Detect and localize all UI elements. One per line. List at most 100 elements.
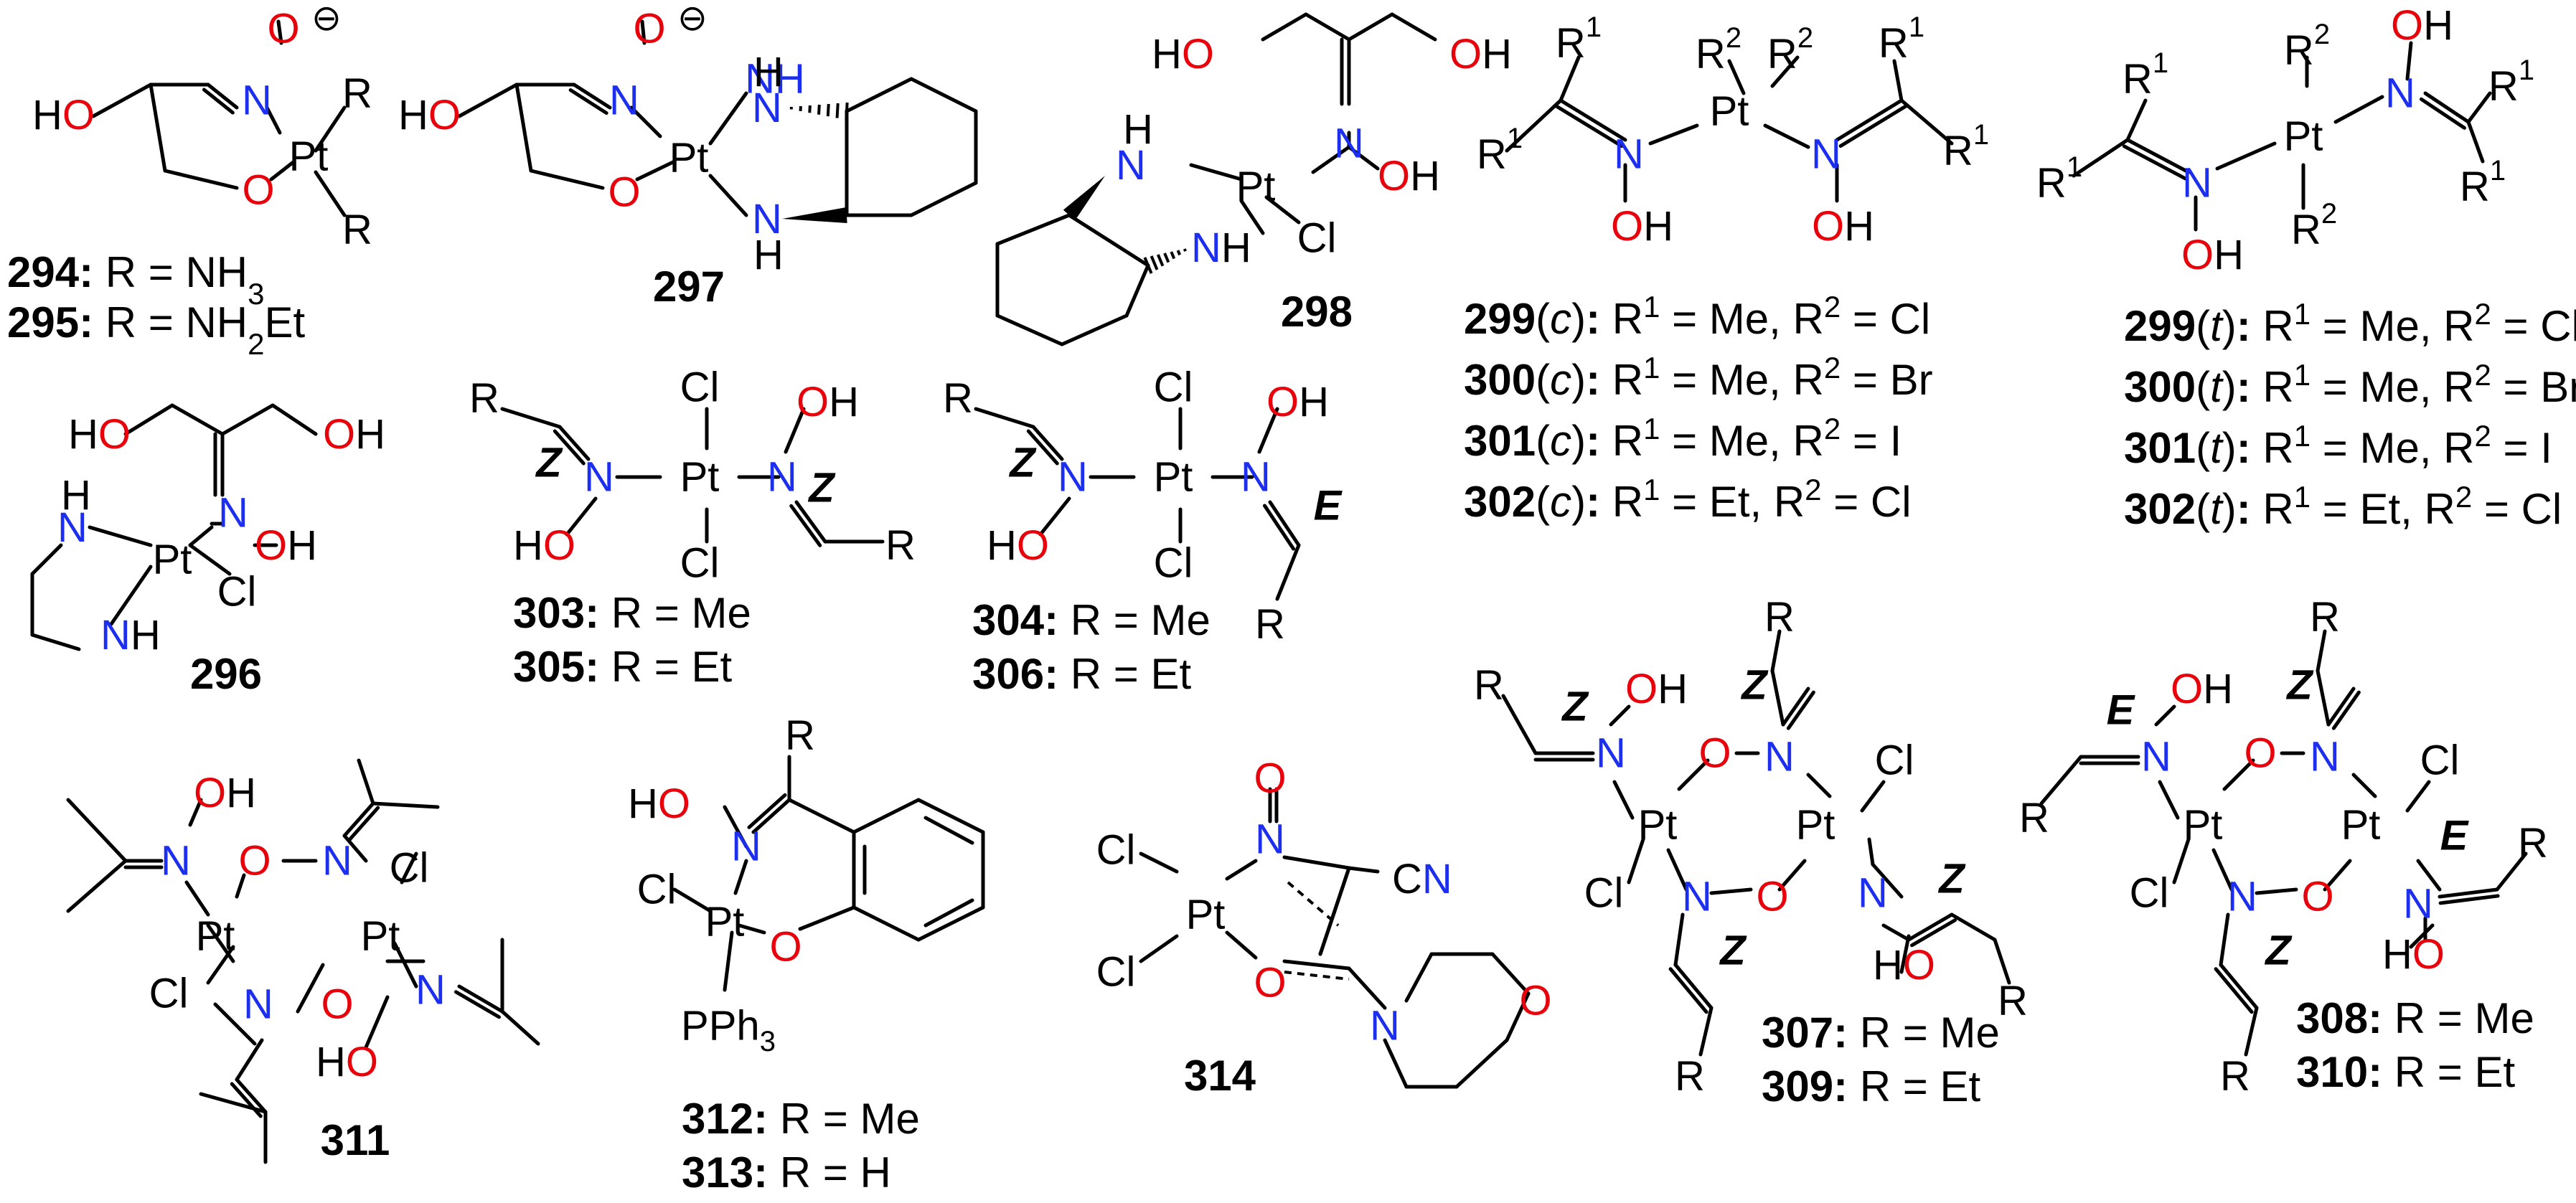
bond-line	[1404, 952, 1434, 1003]
atom-pt: Pt	[1796, 802, 1835, 849]
atom-cl: Cl	[1154, 540, 1193, 587]
bond-line	[184, 880, 210, 917]
atom-cl: Cl	[1096, 949, 1136, 996]
atom-r1: R1	[2123, 47, 2168, 103]
compound-caption: 304: R = Me	[972, 596, 1211, 644]
bond-line	[1867, 837, 1875, 867]
bond-line	[1347, 866, 1380, 874]
atom-cl: Cl	[2130, 870, 2169, 917]
compound-caption: 294: R = NH3	[7, 248, 265, 311]
bond-line	[199, 1092, 268, 1114]
bond-line	[66, 859, 128, 913]
bond-line	[1225, 930, 1258, 960]
bond-line	[149, 82, 167, 173]
atom-group: NH	[1191, 225, 1251, 271]
atom-n: N	[1858, 870, 1888, 917]
atom-r1: R1	[1556, 11, 1602, 67]
atom-n: N	[767, 454, 797, 501]
bond-line	[923, 816, 974, 845]
bond-line	[923, 898, 974, 928]
bond-line	[66, 798, 128, 863]
bond-line	[188, 525, 214, 547]
atom-part: N	[752, 196, 782, 242]
bond-line	[1806, 773, 1832, 798]
compound-caption: 302(c): R1 = Et, R2 = Cl	[1464, 473, 1912, 527]
bond-line	[1347, 145, 1380, 171]
bond-line	[276, 19, 283, 45]
atom-o: O	[267, 6, 299, 52]
bond-line	[723, 930, 734, 992]
bond-line	[784, 407, 806, 454]
atom-part: H	[226, 770, 256, 816]
atom-z: Z	[1719, 928, 1747, 974]
atom-e: E	[2107, 687, 2136, 734]
bond-line	[1993, 938, 2011, 985]
bond-line	[269, 159, 296, 181]
bond-line	[88, 525, 153, 547]
atom-o: O	[633, 6, 665, 52]
atom-group: H	[753, 49, 784, 95]
compound-caption: 306: R = Et	[972, 650, 1191, 698]
atom-group: NH	[100, 612, 161, 659]
bond-line	[909, 181, 978, 217]
atom-part: O	[98, 411, 131, 458]
atom-part: O	[543, 522, 575, 569]
bond-line	[220, 403, 275, 436]
atom-n: N	[609, 77, 639, 124]
atom-pt: Pt	[1154, 454, 1193, 501]
bond-line	[1666, 848, 1688, 892]
bond-line	[852, 905, 921, 942]
superscript: 2	[2314, 19, 2330, 50]
atom-z: Z	[1008, 440, 1037, 486]
bond-line	[747, 793, 787, 829]
atom-r: R	[2518, 820, 2548, 867]
hashed-bond	[826, 103, 830, 117]
bond-line	[2323, 859, 2352, 892]
bond-line	[2405, 41, 2413, 81]
bond-line	[1139, 851, 1179, 874]
atom-group: OH	[1266, 379, 1329, 425]
atom-part: N	[100, 612, 131, 659]
atom-part: H	[1410, 153, 1440, 199]
compound-caption: 298	[1281, 288, 1353, 336]
hashed-bond	[1163, 253, 1170, 263]
bond-line	[1727, 59, 1746, 95]
atom-r2: R2	[2284, 19, 2330, 74]
atom-n: N	[731, 824, 761, 870]
bond-line	[1770, 55, 1800, 88]
bond-line	[852, 798, 921, 834]
atom-part: H	[753, 49, 784, 95]
atom-n: N	[1058, 454, 1088, 501]
bond-line	[170, 403, 225, 436]
bond-line	[1304, 12, 1351, 42]
bond-line	[2416, 859, 2442, 892]
bond-line	[457, 984, 504, 1014]
atom-r: R	[342, 70, 372, 117]
atom-z: Z	[535, 440, 563, 486]
atom-r1: R1	[2036, 151, 2082, 207]
atom-group: HO	[316, 1039, 378, 1085]
atom-part: H	[355, 411, 385, 458]
atom-pt: Pt	[196, 913, 235, 960]
bond-line	[708, 91, 748, 146]
wedge-bond	[782, 207, 847, 223]
atom-part: H	[287, 522, 317, 569]
atom-n: N	[1764, 734, 1795, 780]
compound-number: 295:	[7, 298, 93, 346]
atom-r: R	[342, 207, 372, 253]
superscript: 1	[1586, 11, 1602, 43]
compound-number: 294:	[7, 248, 93, 296]
bond-line	[1786, 690, 1815, 730]
compound-number: 305:	[513, 643, 599, 691]
atom-part: O	[2181, 232, 2214, 278]
atom-r2: R2	[2291, 198, 2337, 253]
atom-z: Z	[2264, 928, 2293, 974]
bond-line	[2255, 887, 2298, 895]
delocalized-bond	[1284, 971, 1350, 981]
hashed-bond	[1150, 255, 1159, 270]
bond-line	[845, 77, 913, 113]
atom-group: OH	[1611, 203, 1673, 250]
compound-number: 312:	[682, 1095, 768, 1143]
bond-line	[2039, 755, 2083, 806]
atom-part: O	[2412, 931, 2445, 978]
